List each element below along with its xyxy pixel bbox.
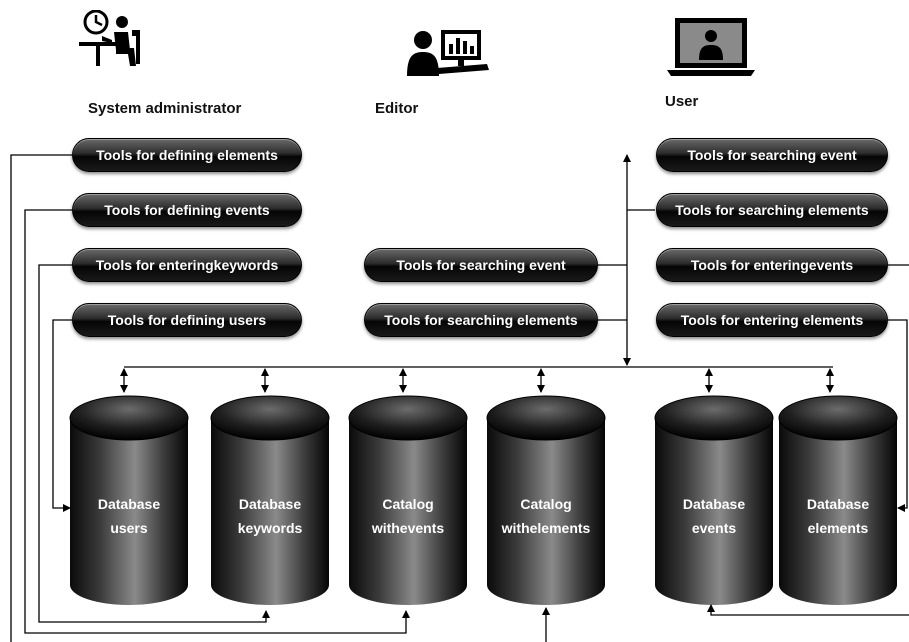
- admin-desk-clock-icon: [79, 10, 140, 66]
- tool-enter-keywords[interactable]: Tools for enteringkeywords: [72, 248, 302, 282]
- tool-user-search-event[interactable]: Tools for searching event: [656, 138, 888, 172]
- tool-define-users[interactable]: Tools for defining users: [72, 303, 302, 337]
- cylinder-db-events: [654, 395, 774, 605]
- cylinder-db-users: [69, 395, 189, 605]
- cylinder-catalog-events: [348, 395, 468, 605]
- cylinder-db-elements: [778, 395, 898, 605]
- role-label-editor: Editor: [375, 100, 419, 117]
- tool-define-elements[interactable]: Tools for defining elements: [72, 138, 302, 172]
- connector-lines: [10, 154, 909, 642]
- tool-user-enter-events[interactable]: Tools for enteringevents: [656, 248, 888, 282]
- cylinder-catalog-elements: [486, 395, 606, 605]
- user-laptop-person-icon: [667, 18, 755, 76]
- tool-editor-search-event[interactable]: Tools for searching event: [364, 248, 598, 282]
- tool-define-events[interactable]: Tools for defining events: [72, 193, 302, 227]
- role-label-admin: System administrator: [88, 100, 242, 117]
- tool-user-enter-elements[interactable]: Tools for entering elements: [656, 303, 888, 337]
- role-label-user: User: [665, 93, 699, 110]
- cylinder-db-keywords: [210, 395, 330, 605]
- editor-monitor-chart-icon: [407, 30, 489, 76]
- tool-editor-search-elements[interactable]: Tools for searching elements: [364, 303, 598, 337]
- tool-user-search-elements[interactable]: Tools for searching elements: [656, 193, 888, 227]
